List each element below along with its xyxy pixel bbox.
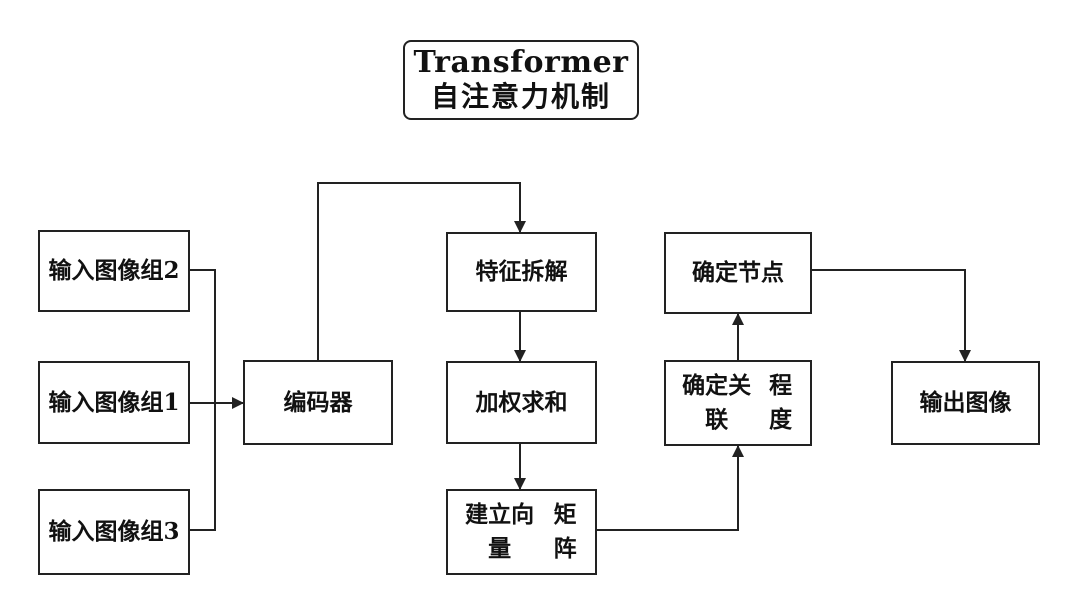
- build-vector-matrix-node: 建立向量 矩阵: [446, 489, 597, 575]
- connector-input3-merge: [190, 403, 216, 531]
- output-image-node: 输出图像: [891, 361, 1040, 445]
- weighted-sum-node: 加权求和: [446, 361, 597, 444]
- input-image-group-1-node: 输入图像 组1: [38, 361, 190, 444]
- connector-vector-to-relation: [597, 445, 744, 531]
- input-image-group-3-node: 输入图像 组3: [38, 489, 190, 575]
- connector-encoder-to-feature: [317, 182, 526, 360]
- title-box: Transformer 自注意力机制: [403, 40, 639, 120]
- connector-node-to-output: [812, 269, 971, 362]
- subtitle-text: 自注意力机制: [430, 80, 611, 113]
- feature-decomposition-node: 特征拆解: [446, 232, 597, 312]
- determine-relation-degree-node: 确定关联 程度: [664, 360, 812, 446]
- encoder-node: 编码器: [243, 360, 393, 445]
- input-image-group-2-node: 输入图像 组2: [38, 230, 190, 312]
- connector-input2-merge: [190, 269, 216, 403]
- determine-node-node: 确定节点: [664, 232, 812, 314]
- title-text: Transformer: [413, 45, 629, 80]
